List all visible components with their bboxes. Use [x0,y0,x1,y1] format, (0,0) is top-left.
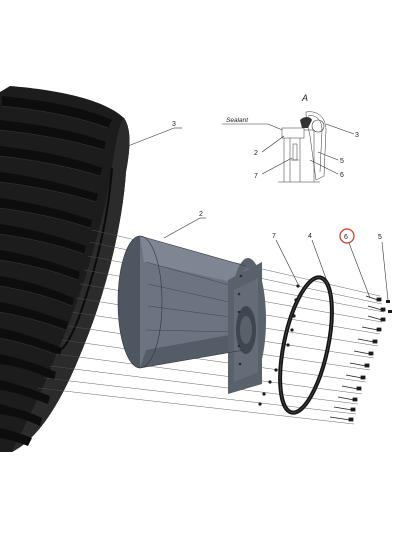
callout-label: 4 [308,233,312,240]
callout-label: 3 [355,132,359,139]
callout-washer: 7 [272,233,299,285]
callout-label: 7 [272,233,276,240]
callout-label: 6 [344,234,348,241]
callout-tire: 3 [127,121,182,147]
callout-label: 5 [378,234,382,241]
detail-callout-6: 6 [309,159,344,179]
callout-bolt-6: 6 [339,228,371,299]
detail-note: Sealant [226,117,249,124]
detail-callout-7: 7 [254,157,293,180]
callout-hub: 2 [163,211,206,239]
bolts [329,295,392,422]
callout-label: 5 [340,158,344,165]
detail-callout-2: 2 [254,135,285,157]
wheel-hub [117,235,266,394]
o-ring [278,275,334,415]
detail-view-a: A Sealant 3 2 [222,93,359,183]
highlight-circle [339,228,355,244]
tire [0,86,130,452]
callout-oring: 4 [308,233,329,285]
callout-label: 3 [172,121,176,128]
callout-bolt-5: 5 [378,234,389,301]
callout-label: 6 [340,172,344,179]
detail-callout-3: 3 [325,123,359,139]
callout-label: 7 [254,173,258,180]
callout-label: 2 [254,150,258,157]
detail-callout-5: 5 [317,151,344,165]
callout-label: 2 [199,211,203,218]
detail-title: A [301,93,308,103]
